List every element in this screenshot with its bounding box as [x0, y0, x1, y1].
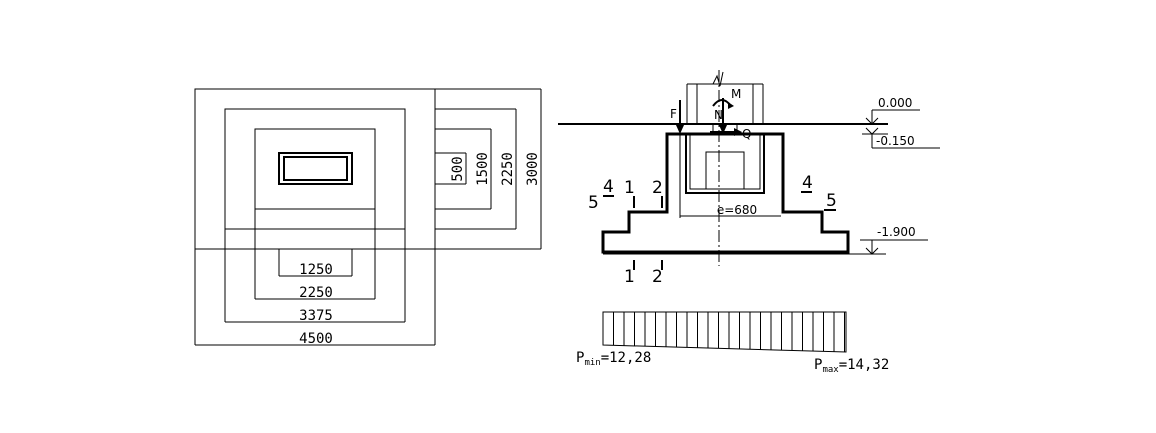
footing-outline: [601, 132, 850, 254]
section-mark-5-left: 5: [588, 193, 599, 213]
pressure-outline: [602, 311, 847, 353]
plan-pedestal-rect: [254, 128, 376, 210]
cup-inner-line: [685, 134, 765, 194]
section-mark-4-left: 4: [603, 177, 614, 197]
plan-outer-rect: [194, 88, 436, 250]
section-mark-2-top: 2: [652, 178, 663, 198]
section-mark-1-bottom: 1: [624, 267, 635, 287]
dim-500: 500: [450, 156, 466, 181]
section-mark-2-bottom: 2: [652, 267, 663, 287]
force-Q-label: Q: [742, 127, 751, 141]
plan-column-inner: [283, 156, 348, 181]
dim-4500: 4500: [299, 331, 333, 347]
section-mark-1-top: 1: [624, 178, 635, 198]
eccentricity-label: e=680: [717, 203, 757, 217]
force-N-label: N: [714, 108, 723, 122]
section-view: e=680 F N M Q 0.000 -0.150 -1.900: [558, 70, 940, 287]
pressure-diagram: Pmin=12,28 Pmax=14,32: [576, 311, 889, 375]
elevation-ground: 0.000: [878, 96, 912, 110]
dim-3375: 3375: [299, 308, 333, 324]
force-F-label: F: [670, 107, 677, 121]
plan-view: 1250 2250 3375 4500 500 1500 2250 3000: [194, 88, 542, 347]
pmax-label: Pmax=14,32: [814, 357, 889, 375]
dim-3000: 3000: [525, 152, 541, 186]
dim-1500: 1500: [475, 152, 491, 186]
dim-2250-right: 2250: [500, 152, 516, 186]
pmin-label: Pmin=12,28: [576, 350, 651, 368]
dim-2250-bottom: 2250: [299, 285, 333, 301]
elevation-bottom: -1.900: [877, 225, 916, 239]
pressure-hatching: [613, 312, 845, 352]
section-mark-4-right: 4: [802, 173, 813, 193]
plan-column-outer: [278, 152, 353, 185]
moment-M-label: M: [731, 87, 741, 101]
elevation-top: -0.150: [876, 134, 915, 148]
section-mark-5-right: 5: [826, 191, 837, 211]
plan-step-rect: [224, 108, 406, 230]
dim-1250: 1250: [299, 262, 333, 278]
